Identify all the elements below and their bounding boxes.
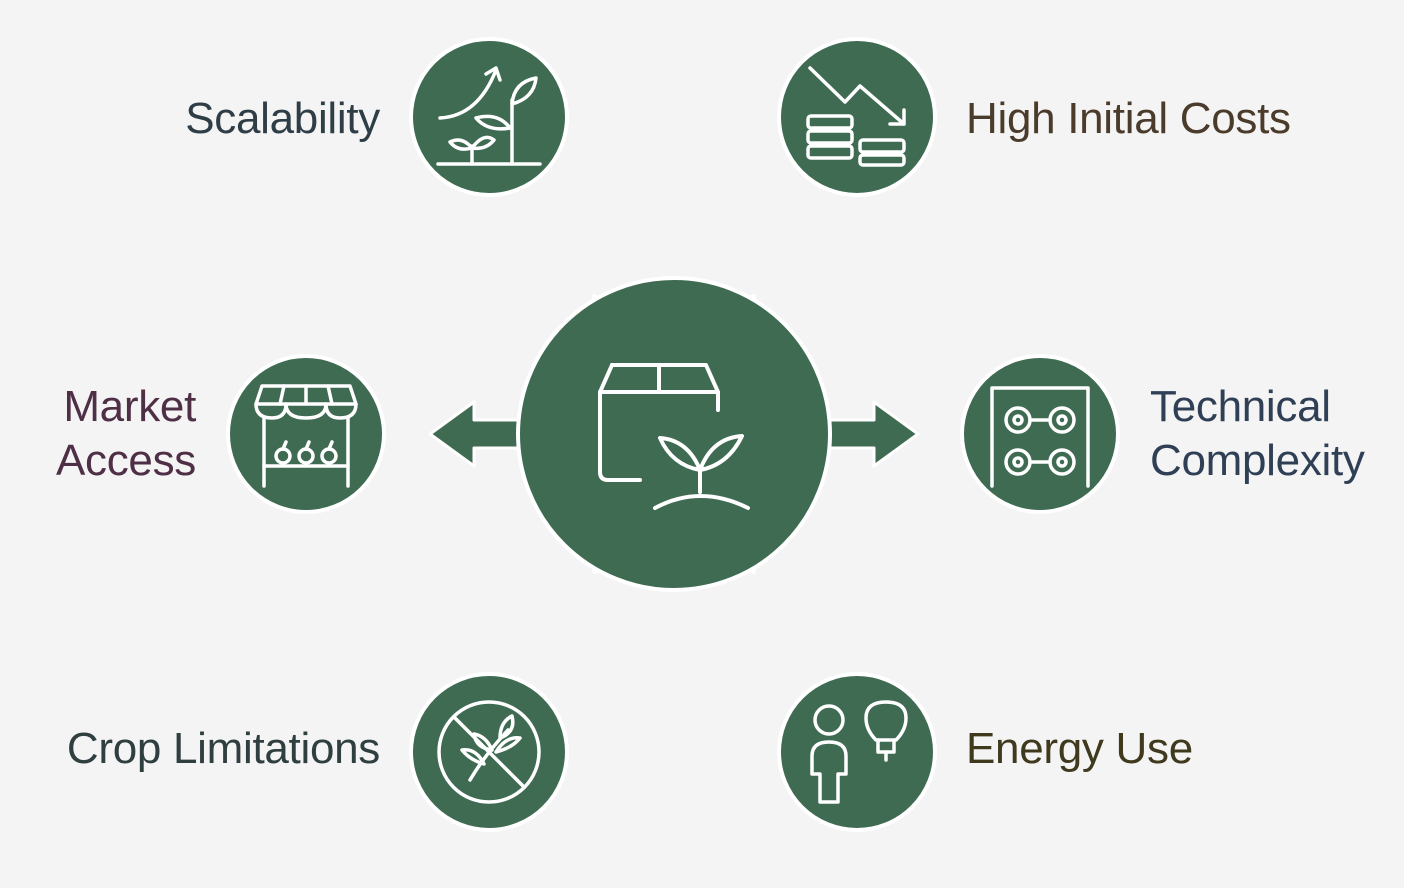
label-high-initial-costs: High Initial Costs (966, 92, 1291, 146)
label-energy-use: Energy Use (966, 722, 1193, 776)
label-market-access: Market Access (56, 380, 196, 488)
label-technical-complexity-line-2: Complexity (1150, 436, 1365, 485)
growth-plant-icon (436, 66, 542, 166)
center-node (516, 276, 832, 592)
control-panel-icon (990, 386, 1090, 488)
label-energy-use-line-1: Energy Use (966, 724, 1193, 773)
node-energy-use (777, 672, 937, 832)
market-stall-icon (254, 384, 358, 488)
node-market-access (226, 354, 386, 514)
label-scalability-line-1: Scalability (185, 94, 380, 143)
box-with-sprout-icon (598, 363, 750, 510)
node-technical-complexity (960, 354, 1120, 514)
label-crop-limitations: Crop Limitations (67, 722, 380, 776)
label-scalability: Scalability (185, 92, 380, 146)
node-crop-limitations (409, 672, 569, 832)
no-plant-icon (437, 700, 541, 804)
label-market-access-line-1: Market (63, 382, 196, 431)
node-scalability (409, 37, 569, 197)
falling-coins-icon (806, 66, 906, 167)
person-lightbulb-icon (810, 700, 908, 804)
node-high-initial-costs (777, 37, 937, 197)
label-technical-complexity-line-1: Technical (1150, 382, 1331, 431)
label-high-initial-costs-line-1: High Initial Costs (966, 94, 1291, 143)
label-market-access-line-2: Access (55, 436, 196, 485)
label-technical-complexity: Technical Complexity (1150, 380, 1365, 488)
label-crop-limitations-line-1: Crop Limitations (66, 724, 380, 773)
